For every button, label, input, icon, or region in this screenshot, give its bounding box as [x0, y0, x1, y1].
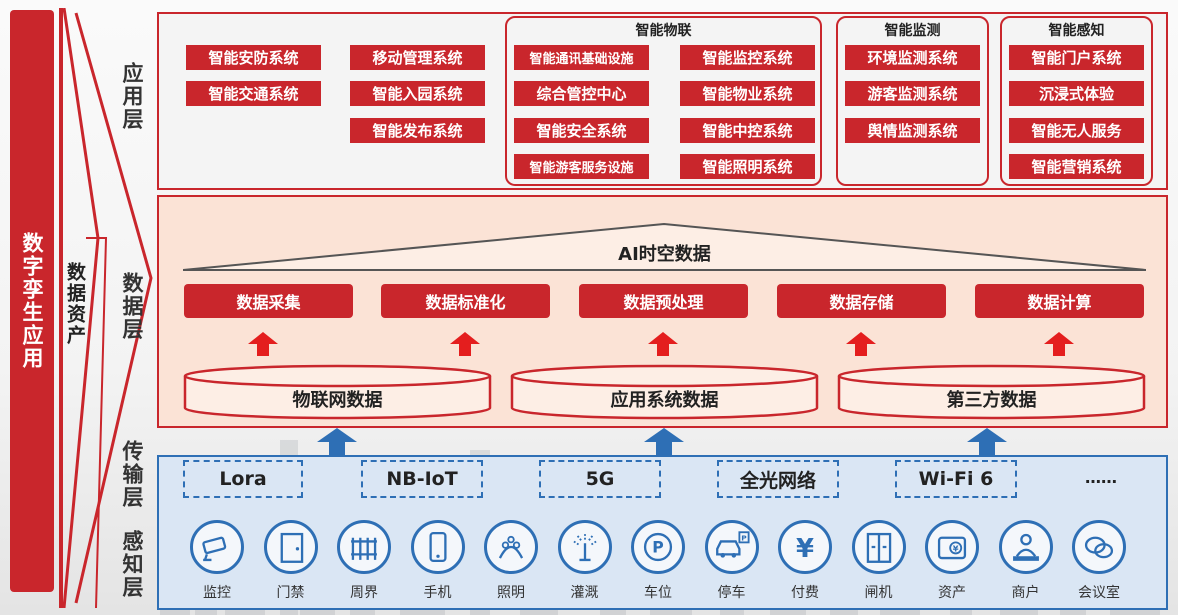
gate-icon: [851, 520, 906, 574]
car-parking-icon: P: [704, 520, 759, 574]
network-protocol-box: Wi-Fi 6: [895, 460, 1017, 498]
perceive-group: [1000, 16, 1153, 186]
device-label: 闸机: [864, 585, 893, 601]
blue-up-arrow-icon: [644, 428, 684, 456]
device-label: 商户: [1011, 585, 1040, 601]
data-process-box: 数据采集: [184, 284, 353, 318]
up-arrow-icon: [248, 332, 278, 356]
wallet-icon: ¥: [925, 520, 979, 574]
iot-system-box: 智能安全系统: [514, 118, 649, 143]
up-arrow-icon: [1044, 332, 1074, 356]
network-protocol-box: Lora: [183, 460, 303, 498]
third-party-data-cylinder: [837, 364, 1146, 420]
camera-icon: [190, 520, 244, 574]
data-process-box: 数据预处理: [579, 284, 748, 318]
perceive-group-title: 智能感知: [1048, 23, 1105, 39]
app-system-box: 智能安防系统: [186, 45, 321, 70]
network-protocol-box: NB-IoT: [361, 460, 483, 498]
blue-up-arrow-icon: [317, 428, 357, 456]
data-process-box: 数据标准化: [381, 284, 550, 318]
svg-text:P: P: [652, 538, 664, 557]
svg-text:¥: ¥: [953, 544, 959, 554]
up-arrow-icon: [846, 332, 876, 356]
device-label: 手机: [423, 585, 452, 601]
data-layer-label: 数据层: [120, 272, 144, 341]
up-arrow-icon: [450, 332, 480, 356]
app-system-data-cylinder: [510, 364, 819, 420]
iot-system-box: 智能监控系统: [680, 45, 815, 70]
ai-data-triangle: [183, 222, 1146, 271]
blue-up-arrow-icon: [967, 428, 1007, 456]
svg-text:¥: ¥: [796, 534, 814, 564]
network-protocol-box: 5G: [539, 460, 661, 498]
device-label: 监控: [203, 585, 231, 601]
ai-spatiotemporal-data-label: AI时空数据: [618, 244, 711, 265]
app-system-box: 智能入园系统: [350, 81, 485, 106]
device-label: 会议室: [1078, 585, 1120, 601]
iot-system-box: 智能通讯基础设施: [514, 45, 649, 70]
svg-text:P: P: [741, 534, 747, 543]
app-layer-label: 应用层: [120, 62, 144, 131]
app-system-data-label: 应用系统数据: [610, 390, 719, 411]
network-protocol-box: 全光网络: [717, 460, 839, 498]
iot-data-label: 物联网数据: [292, 390, 383, 411]
monitor-group: [836, 16, 989, 186]
phone-icon: [410, 520, 465, 574]
perceive-system-box: 沉浸式体验: [1009, 81, 1144, 106]
chat-icon: [1072, 520, 1126, 574]
app-system-box: 智能发布系统: [350, 118, 485, 143]
data-process-box: 数据存储: [777, 284, 946, 318]
yen-icon: ¥: [778, 520, 832, 574]
iot-system-box: 智能中控系统: [680, 118, 815, 143]
digital-twin-app-bar: 数字孪生应用: [10, 10, 54, 592]
data-assets-label: 数据资产: [62, 262, 89, 351]
monitor-system-box: 游客监测系统: [845, 81, 980, 106]
data-assets-text: 数据资产: [64, 262, 86, 346]
more-protocols-ellipsis: ……: [1085, 468, 1117, 487]
iot-data-cylinder: [183, 364, 492, 420]
iot-system-box: 智能游客服务设施: [514, 154, 649, 179]
iot-system-box: 综合管控中心: [514, 81, 649, 106]
perceive-system-box: 智能营销系统: [1009, 154, 1144, 179]
data-process-box: 数据计算: [975, 284, 1144, 318]
parking-icon: P: [631, 520, 685, 574]
app-layer-panel: [157, 12, 1168, 190]
device-label: 资产: [938, 585, 966, 601]
merchant-icon: [998, 520, 1053, 574]
device-label: 付费: [791, 585, 819, 601]
third-party-data-label: 第三方数据: [946, 390, 1037, 411]
lighting-icon: [484, 520, 538, 574]
iot-system-box: 智能物业系统: [680, 81, 815, 106]
monitor-system-box: 环境监测系统: [845, 45, 980, 70]
data-assets-chevrons: [59, 8, 153, 608]
sensing-layer-label: 感知层: [120, 530, 144, 599]
digital-twin-label: 数字孪生应用: [20, 232, 44, 370]
device-label: 灌溉: [570, 585, 599, 601]
iot-system-box: 智能照明系统: [680, 154, 815, 179]
fence-icon: [337, 520, 391, 574]
iot-group: [505, 16, 822, 186]
transport-layer-label: 传输层: [120, 440, 144, 509]
device-label: 车位: [644, 585, 672, 601]
up-arrow-icon: [648, 332, 678, 356]
monitor-system-box: 舆情监测系统: [845, 118, 980, 143]
app-system-box: 移动管理系统: [350, 45, 485, 70]
monitor-group-title: 智能监测: [884, 23, 941, 39]
iot-group-title: 智能物联: [635, 23, 692, 39]
device-label: 门禁: [276, 585, 305, 601]
sprinkler-icon: [557, 520, 612, 574]
door-icon: [263, 520, 318, 574]
perceive-system-box: 智能门户系统: [1009, 45, 1144, 70]
device-label: 停车: [717, 585, 746, 601]
app-system-box: 智能交通系统: [186, 81, 321, 106]
device-label: 周界: [350, 585, 378, 601]
device-label: 照明: [497, 585, 525, 601]
perceive-system-box: 智能无人服务: [1009, 118, 1144, 143]
